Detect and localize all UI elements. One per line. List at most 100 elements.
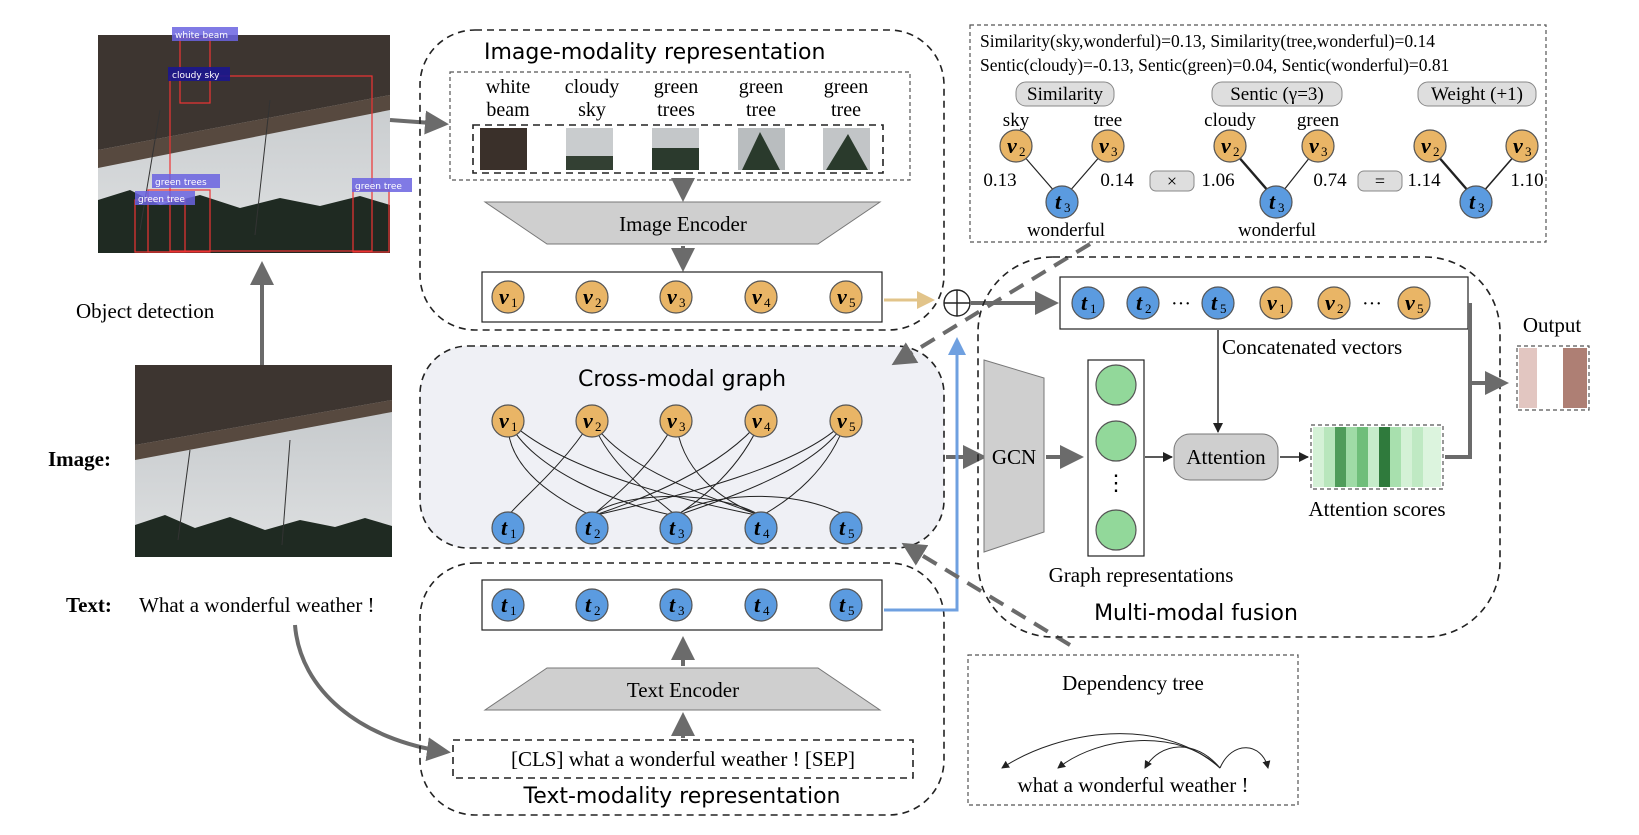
image-encoder-label: Image Encoder xyxy=(619,212,747,236)
image-label: Image: xyxy=(48,447,111,471)
output-box xyxy=(1516,345,1590,411)
svg-text:3: 3 xyxy=(678,603,685,618)
concat-label: Concatenated vectors xyxy=(1222,335,1402,359)
detection-tags: white beam cloudy sky green trees green … xyxy=(135,27,412,205)
object-detection-label: Object detection xyxy=(76,299,215,323)
crop-label-1b: beam xyxy=(486,99,530,121)
svg-text:t: t xyxy=(1055,189,1062,214)
similarity-badge-label: Similarity xyxy=(1027,84,1104,105)
weight-value-a: 1.14 xyxy=(1407,170,1441,191)
svg-text:5: 5 xyxy=(848,526,855,541)
sentic-badge xyxy=(1211,81,1343,107)
svg-text:v: v xyxy=(583,284,593,309)
svg-text:v: v xyxy=(499,284,509,309)
crop-label-4a: green xyxy=(739,76,783,98)
tag-cloudy-sky: cloudy sky xyxy=(172,71,220,81)
times-sign: × xyxy=(1167,171,1177,191)
svg-text:5: 5 xyxy=(1220,301,1227,316)
svg-text:3: 3 xyxy=(679,295,686,310)
tag-green-trees: green trees xyxy=(155,178,207,188)
svg-text:t: t xyxy=(1269,189,1276,214)
svg-text:v: v xyxy=(583,408,593,433)
svg-text:2: 2 xyxy=(1433,144,1440,159)
graph-repr-label: Graph representations xyxy=(1049,563,1234,587)
weight-badge xyxy=(1417,81,1537,107)
crop-thumbnails xyxy=(480,128,870,170)
fusion-region xyxy=(977,256,1501,638)
svg-text:v: v xyxy=(752,284,762,309)
graph-node-2 xyxy=(1095,420,1137,462)
svg-text:5: 5 xyxy=(1417,301,1424,316)
svg-text:v: v xyxy=(1513,133,1523,158)
sentic-word-2: green xyxy=(1297,110,1340,131)
crop-thumb-1 xyxy=(480,128,527,170)
svg-text:3: 3 xyxy=(679,419,686,434)
crop-label-2b: sky xyxy=(578,99,606,121)
svg-text:t: t xyxy=(501,592,508,617)
svg-text:t: t xyxy=(1469,189,1476,214)
sentic-t3-node xyxy=(1259,185,1293,219)
text-label: Text: xyxy=(66,593,112,617)
crop-label-1a: white xyxy=(486,76,531,98)
svg-text:2: 2 xyxy=(595,295,602,310)
svg-text:2: 2 xyxy=(1233,144,1240,159)
svg-text:5: 5 xyxy=(849,419,856,434)
svg-text:2: 2 xyxy=(1145,301,1152,316)
sentic-value-a: 1.06 xyxy=(1201,170,1234,191)
svg-text:v: v xyxy=(1405,290,1415,315)
svg-text:2: 2 xyxy=(1019,144,1026,159)
svg-text:t: t xyxy=(585,515,592,540)
image-encoder-shape xyxy=(483,201,882,245)
svg-text:2: 2 xyxy=(595,419,602,434)
svg-text:v: v xyxy=(837,284,847,309)
graph-node-1 xyxy=(1095,364,1137,406)
similarity-badge xyxy=(1015,81,1115,107)
svg-text:1: 1 xyxy=(511,295,518,310)
svg-text:3: 3 xyxy=(678,526,685,541)
text-modality-region xyxy=(419,562,945,816)
sentic-bottom-word: wonderful xyxy=(1238,220,1316,241)
svg-text:t: t xyxy=(754,515,761,540)
weights-panel xyxy=(969,24,1547,243)
svg-text:v: v xyxy=(1099,133,1109,158)
svg-text:t: t xyxy=(669,515,676,540)
dependency-title: Dependency tree xyxy=(1062,671,1204,695)
tag-white-beam: white beam xyxy=(175,31,228,41)
svg-text:2: 2 xyxy=(594,526,601,541)
sentic-value-b: 0.74 xyxy=(1313,170,1347,191)
svg-text:v: v xyxy=(1007,133,1017,158)
text-encoder-label: Text Encoder xyxy=(627,678,739,702)
svg-text:3: 3 xyxy=(1478,200,1485,215)
weight-t3-node xyxy=(1459,185,1493,219)
svg-text:3: 3 xyxy=(1278,200,1285,215)
svg-text:v: v xyxy=(667,408,677,433)
crop-label-2a: cloudy xyxy=(565,76,619,98)
svg-text:v: v xyxy=(1221,133,1231,158)
dependency-arcs xyxy=(1001,733,1271,769)
dependency-tree-panel xyxy=(967,654,1299,806)
svg-text:t: t xyxy=(585,592,592,617)
gcn-label: GCN xyxy=(992,445,1036,469)
graph-node-3 xyxy=(1095,509,1137,551)
svg-text:4: 4 xyxy=(764,419,771,434)
equals-sign: = xyxy=(1375,171,1385,191)
svg-text:v: v xyxy=(1309,133,1319,158)
svg-text:1: 1 xyxy=(1279,301,1286,316)
svg-text:4: 4 xyxy=(763,603,770,618)
equals-badge xyxy=(1357,170,1403,192)
svg-text:1: 1 xyxy=(510,603,517,618)
svg-text:1: 1 xyxy=(511,419,518,434)
svg-text:t: t xyxy=(839,515,846,540)
svg-text:2: 2 xyxy=(1337,301,1344,316)
text-input-label: [CLS] what a wonderful weather ! [SEP] xyxy=(511,747,855,771)
sentic-line: Sentic(cloudy)=-0.13, Sentic(green)=0.04… xyxy=(980,55,1449,75)
dependency-sentence: what a wonderful weather ! xyxy=(1018,773,1249,797)
arrow-text-to-input xyxy=(293,624,451,762)
text-input-box xyxy=(452,739,914,779)
concat-operator xyxy=(943,289,971,317)
sentic-word-1: cloudy xyxy=(1204,110,1256,131)
svg-text:v: v xyxy=(752,408,762,433)
